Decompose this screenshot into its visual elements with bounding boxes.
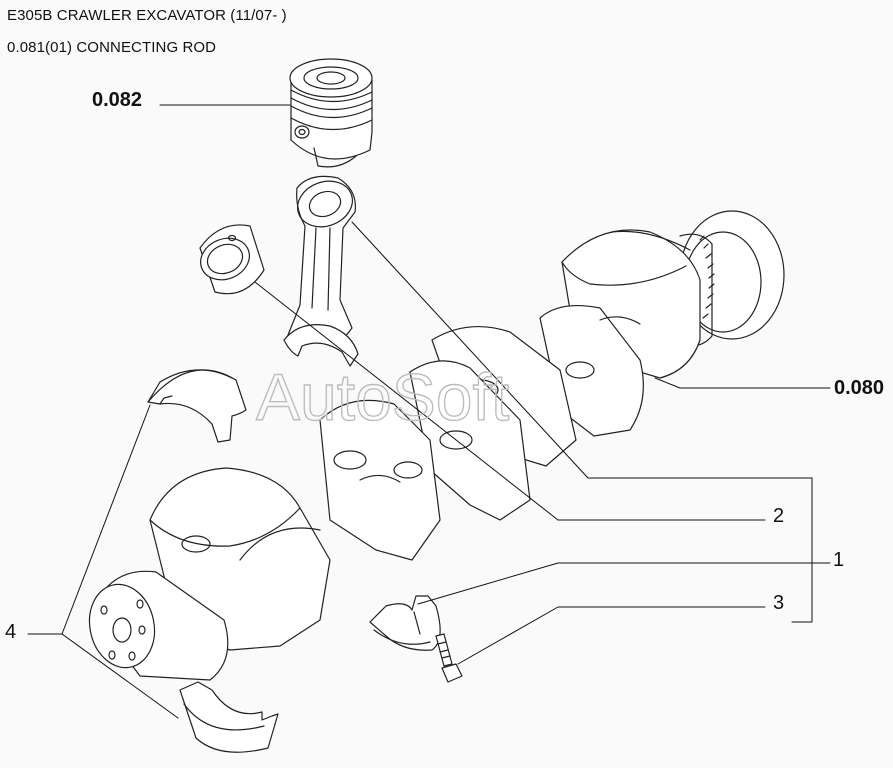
callout-main-bearing[interactable]: 4 [5, 621, 16, 643]
crankshaft-part[interactable] [82, 210, 785, 681]
callout-piston[interactable]: 0.082 [92, 89, 142, 111]
model-title: E305B CRAWLER EXCAVATOR (11/07- ) [7, 7, 287, 24]
connecting-rod-part[interactable] [283, 174, 359, 367]
piston-pin-part[interactable] [194, 224, 265, 295]
piston-part[interactable] [289, 58, 373, 168]
leader-lines [27, 104, 831, 719]
lower-main-bearing-part[interactable] [179, 681, 279, 753]
upper-main-bearing-part[interactable] [147, 369, 247, 443]
rod-cap-part[interactable] [369, 595, 441, 651]
watermark-text: AutoSoft [256, 360, 509, 434]
group-title: 0.081(01) CONNECTING ROD [7, 39, 217, 56]
rod-bolt-part[interactable] [435, 633, 463, 683]
callout-bushing[interactable]: 2 [773, 505, 784, 527]
callout-rod-assembly[interactable]: 1 [833, 549, 844, 571]
callout-crankshaft[interactable]: 0.080 [834, 377, 884, 399]
callout-bolt[interactable]: 3 [773, 592, 784, 614]
